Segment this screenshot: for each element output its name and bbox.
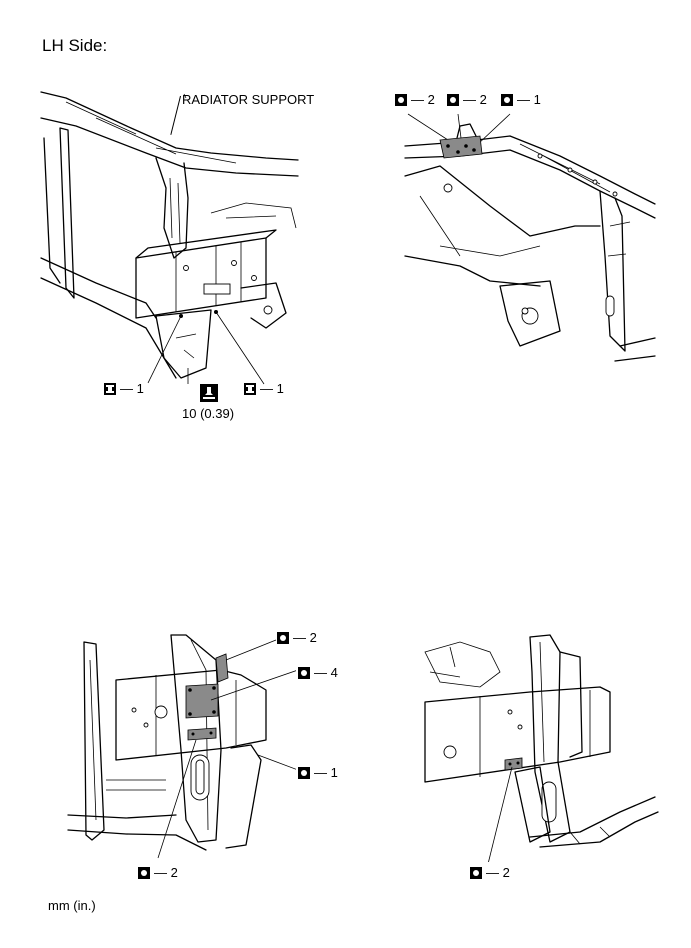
spot-weld-icon [138,866,150,879]
view3-callout-top: — 2 [277,631,317,644]
page-title: LH Side: [42,36,108,55]
radiator-support-label: RADIATOR SUPPORT [182,92,315,107]
i-symbol-icon [244,382,256,395]
radiator-support-view-1 [40,91,299,385]
spot-weld-icon [447,93,459,106]
view2-callout-c: — 1 [501,93,541,106]
torque-value: 10 (0.39) [182,406,235,421]
spot-weld-icon [501,93,513,106]
radiator-support-view-2 [404,113,656,362]
view4-callout-bottom: — 2 [470,866,510,879]
radiator-support-view-3 [67,634,296,859]
units-note: mm (in.) [48,898,96,913]
view3-callout-bottom: — 2 [138,866,178,879]
view2-callout-b: — 2 [447,93,487,106]
i-symbol-icon [104,382,116,395]
spot-weld-icon [298,766,310,779]
torque-wrench-icon [200,384,218,407]
view1-callout-left: — 1 [104,382,144,395]
view1-callout-right: — 1 [244,382,284,395]
spot-weld-icon [277,631,289,644]
spot-weld-icon [298,666,310,679]
spot-weld-icon [395,93,407,106]
view3-callout-mid: — 4 [298,666,338,679]
spot-weld-icon [470,866,482,879]
view2-callout-a: — 2 [395,93,435,106]
radiator-support-view-4 [424,634,659,862]
view3-callout-right: — 1 [298,766,338,779]
